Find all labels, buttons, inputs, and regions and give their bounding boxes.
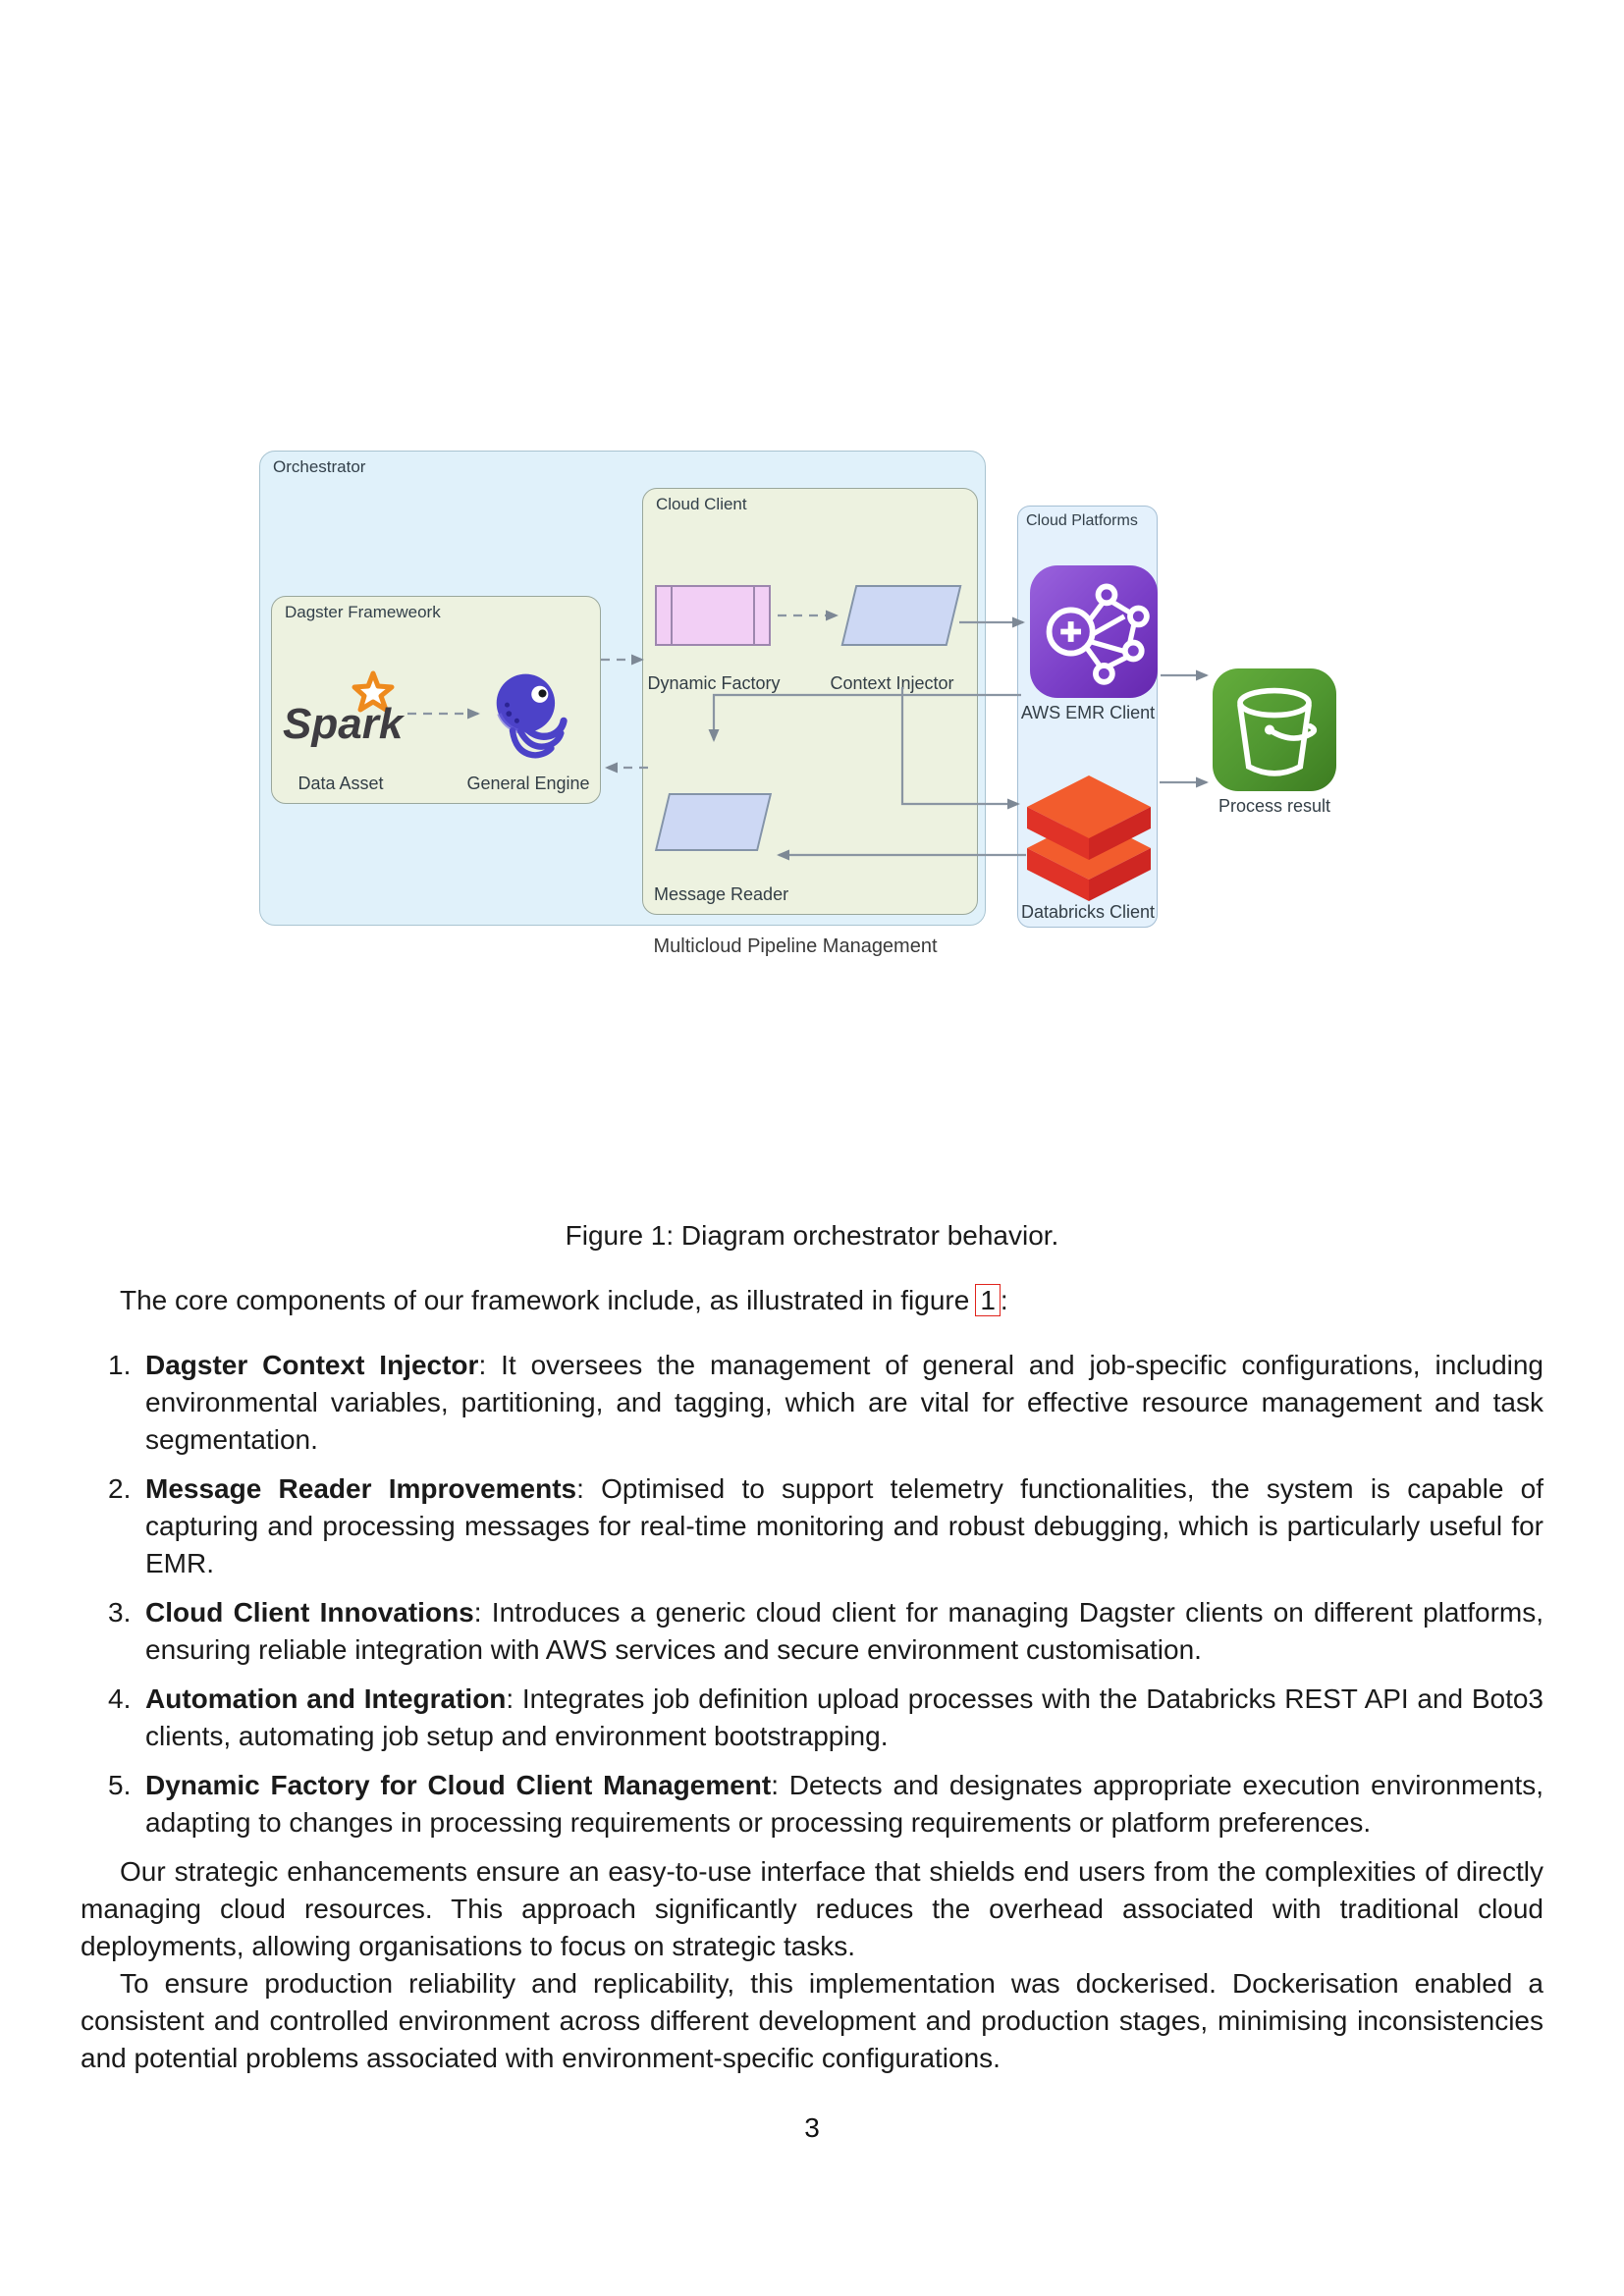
item-number: 3.: [108, 1597, 132, 1628]
dynamic-factory-shape: [655, 585, 771, 646]
octopus-engine-icon: [485, 669, 573, 760]
spark-star-icon: [352, 670, 395, 713]
list-item: 2. Message Reader Improvements: Optimised…: [81, 1470, 1543, 1582]
general-engine-label: General Engine: [466, 774, 590, 793]
item-title: Message Reader Improvements: [145, 1473, 577, 1504]
intro-text: The core components of our framework inc…: [120, 1285, 970, 1315]
message-reader-label: Message Reader: [654, 884, 789, 904]
process-result-bucket-icon: [1213, 668, 1336, 791]
diagram-title: Multicloud Pipeline Management: [653, 935, 938, 957]
spark-wordmark: Spark: [283, 700, 406, 748]
page-number: 3: [804, 2112, 820, 2143]
process-result-label: Process result: [1218, 796, 1331, 816]
item-number: 5.: [108, 1770, 132, 1800]
item-title: Cloud Client Innovations: [145, 1597, 474, 1628]
item-title: Automation and Integration: [145, 1683, 507, 1714]
item-title: Dynamic Factory for Cloud Client Managem…: [145, 1770, 772, 1800]
list-item: 4. Automation and Integration: Integrates…: [81, 1681, 1543, 1755]
context-injector-label: Context Injector: [830, 673, 954, 693]
item-text: : Optimised to support telemetry functio…: [145, 1473, 1543, 1578]
dagster-framework-label: Dagster Frameweork: [285, 603, 441, 621]
paragraph: Our strategic enhancements ensure an eas…: [81, 1856, 1543, 1961]
cloud-client-label: Cloud Client: [656, 495, 747, 513]
paragraph: To ensure production reliability and rep…: [81, 1968, 1543, 2073]
item-title: Dagster Context Injector: [145, 1350, 479, 1380]
item-text: : Introduces a generic cloud client for …: [145, 1597, 1543, 1665]
databricks-client-label: Databricks Client: [1020, 902, 1156, 922]
list-item: 1. Dagster Context Injector: It oversees …: [81, 1347, 1543, 1459]
list-item: 3. Cloud Client Innovations: Introduces a…: [81, 1594, 1543, 1669]
cloud-platforms-label: Cloud Platforms: [1026, 512, 1138, 529]
body-text: Figure 1: Diagram orchestrator behavior.…: [81, 1217, 1543, 2077]
intro-paragraph: The core components of our framework inc…: [81, 1282, 1543, 1319]
item-text: : It oversees the management of general …: [145, 1350, 1544, 1455]
item-number: 1.: [108, 1350, 132, 1380]
item-number: 4.: [108, 1683, 132, 1714]
aws-emr-icon: [1030, 565, 1158, 698]
databricks-icon: [1027, 775, 1151, 903]
aws-emr-client-label: AWS EMR Client: [1020, 703, 1156, 722]
list-item: 5. Dynamic Factory for Cloud Client Manag…: [81, 1767, 1543, 1842]
context-injector-shape: [840, 585, 962, 646]
message-reader-shape: [654, 793, 773, 851]
orchestrator-label: Orchestrator: [273, 457, 366, 476]
item-text: : Detects and designates appropriate exe…: [145, 1770, 1543, 1838]
dynamic-factory-label: Dynamic Factory: [647, 673, 781, 693]
intro-colon: :: [1000, 1285, 1008, 1315]
spark-logo: Spark: [283, 667, 408, 754]
data-asset-label: Data Asset: [298, 774, 384, 793]
figure-reference-link[interactable]: 1: [975, 1284, 1001, 1316]
component-list: 1. Dagster Context Injector: It oversees …: [81, 1347, 1543, 1842]
figure-caption: Figure 1: Diagram orchestrator behavior.: [565, 1220, 1059, 1251]
item-number: 2.: [108, 1473, 132, 1504]
item-text: : Integrates job definition upload proce…: [145, 1683, 1544, 1751]
